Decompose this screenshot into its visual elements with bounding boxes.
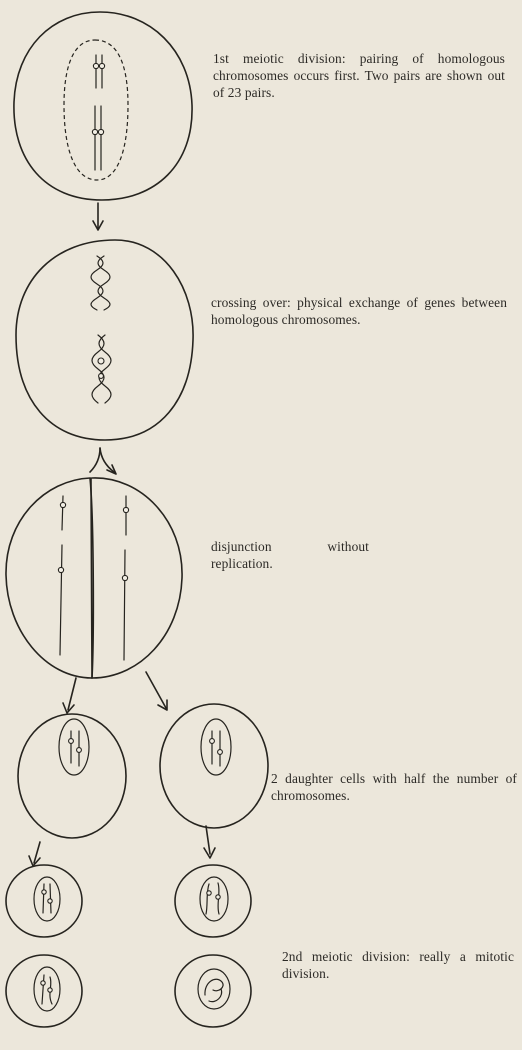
granddaughter-cell-4 (175, 955, 251, 1027)
arrow-4-left (29, 842, 40, 866)
cell-pairing (14, 12, 192, 200)
granddaughter-cell-2 (6, 955, 82, 1027)
chromosome-right-cell (122, 496, 128, 660)
arrow-3-right (146, 672, 167, 710)
twisted-pair-upper (91, 256, 110, 310)
arrow-1 (93, 203, 103, 230)
caption-stage-2: crossing over: physical exchange of gene… (211, 294, 507, 328)
caption-stage-5: 2nd meiotic division: really a mitotic d… (282, 948, 514, 982)
cell-crossing-over (16, 240, 193, 440)
granddaughter-cell-1 (6, 865, 82, 937)
granddaughter-cell-3 (175, 865, 251, 937)
twisted-pair-lower (92, 335, 111, 403)
daughter-cell-left (18, 714, 126, 838)
arrow-4-right (204, 826, 215, 858)
homologous-pair-lower (92, 106, 103, 170)
caption-stage-3: disjunction without replication. (211, 538, 369, 572)
cell-disjunction (6, 478, 182, 678)
chromosome-left-cell (58, 496, 65, 655)
arrow-split-2 (90, 448, 116, 474)
homologous-pair-upper (93, 55, 104, 88)
caption-stage-4: 2 daughter cells with half the number of… (271, 770, 517, 804)
arrow-3-left (63, 678, 76, 713)
caption-stage-1: 1st meiotic division: pairing of homolog… (213, 50, 505, 101)
daughter-cell-right (160, 704, 268, 828)
